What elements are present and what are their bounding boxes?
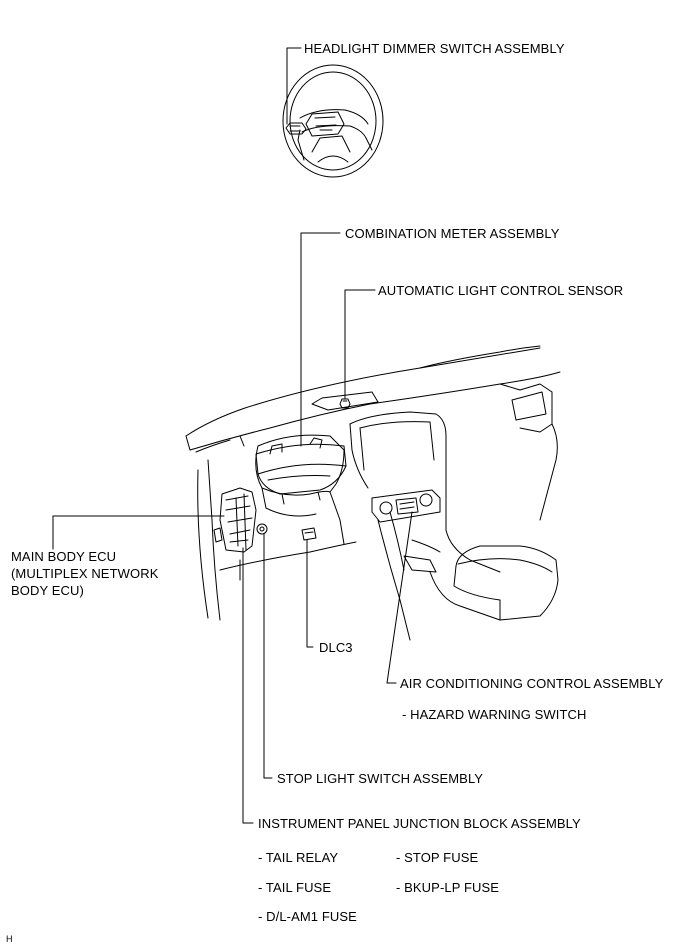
label-tail-relay: - TAIL RELAY <box>258 850 339 865</box>
label-main-body-ecu: MAIN BODY ECU <box>11 549 117 564</box>
label-bkup-lp-fuse: - BKUP-LP FUSE <box>396 880 500 895</box>
label-stop-light-switch: STOP LIGHT SWITCH ASSEMBLY <box>277 771 484 786</box>
label-air-conditioning-control: AIR CONDITIONING CONTROL ASSEMBLY <box>400 676 664 691</box>
label-dl-am1-fuse: - D/L-AM1 FUSE <box>258 909 357 924</box>
label-main-body-ecu-line2: (MULTIPLEX NETWORK <box>11 566 159 581</box>
combination-meter-drawing <box>255 437 347 505</box>
stop-light-switch-drawing <box>256 523 268 535</box>
label-stop-fuse: - STOP FUSE <box>396 850 479 865</box>
label-headlight-dimmer-switch: HEADLIGHT DIMMER SWITCH ASSEMBLY <box>304 41 565 56</box>
label-combination-meter: COMBINATION METER ASSEMBLY <box>345 226 560 241</box>
label-automatic-light-control-sensor: AUTOMATIC LIGHT CONTROL SENSOR <box>378 283 624 298</box>
instrument-panel-drawing <box>185 345 561 641</box>
leader-lines <box>52 47 413 824</box>
label-tail-fuse: - TAIL FUSE <box>258 880 332 895</box>
headlight-dimmer-switch-drawing <box>285 122 307 135</box>
air-conditioning-control-drawing <box>371 489 441 523</box>
corner-code: H <box>6 934 13 944</box>
label-instrument-panel-junction-block: INSTRUMENT PANEL JUNCTION BLOCK ASSEMBLY <box>258 816 581 831</box>
label-dlc3: DLC3 <box>319 640 353 655</box>
steering-wheel-drawing <box>282 64 384 178</box>
auto-light-sensor-drawing <box>339 398 351 409</box>
label-main-body-ecu-line3: BODY ECU) <box>11 583 84 598</box>
label-hazard-warning-switch: - HAZARD WARNING SWITCH <box>402 707 587 722</box>
main-body-ecu-drawing <box>213 487 257 553</box>
dlc3-drawing <box>301 527 317 541</box>
